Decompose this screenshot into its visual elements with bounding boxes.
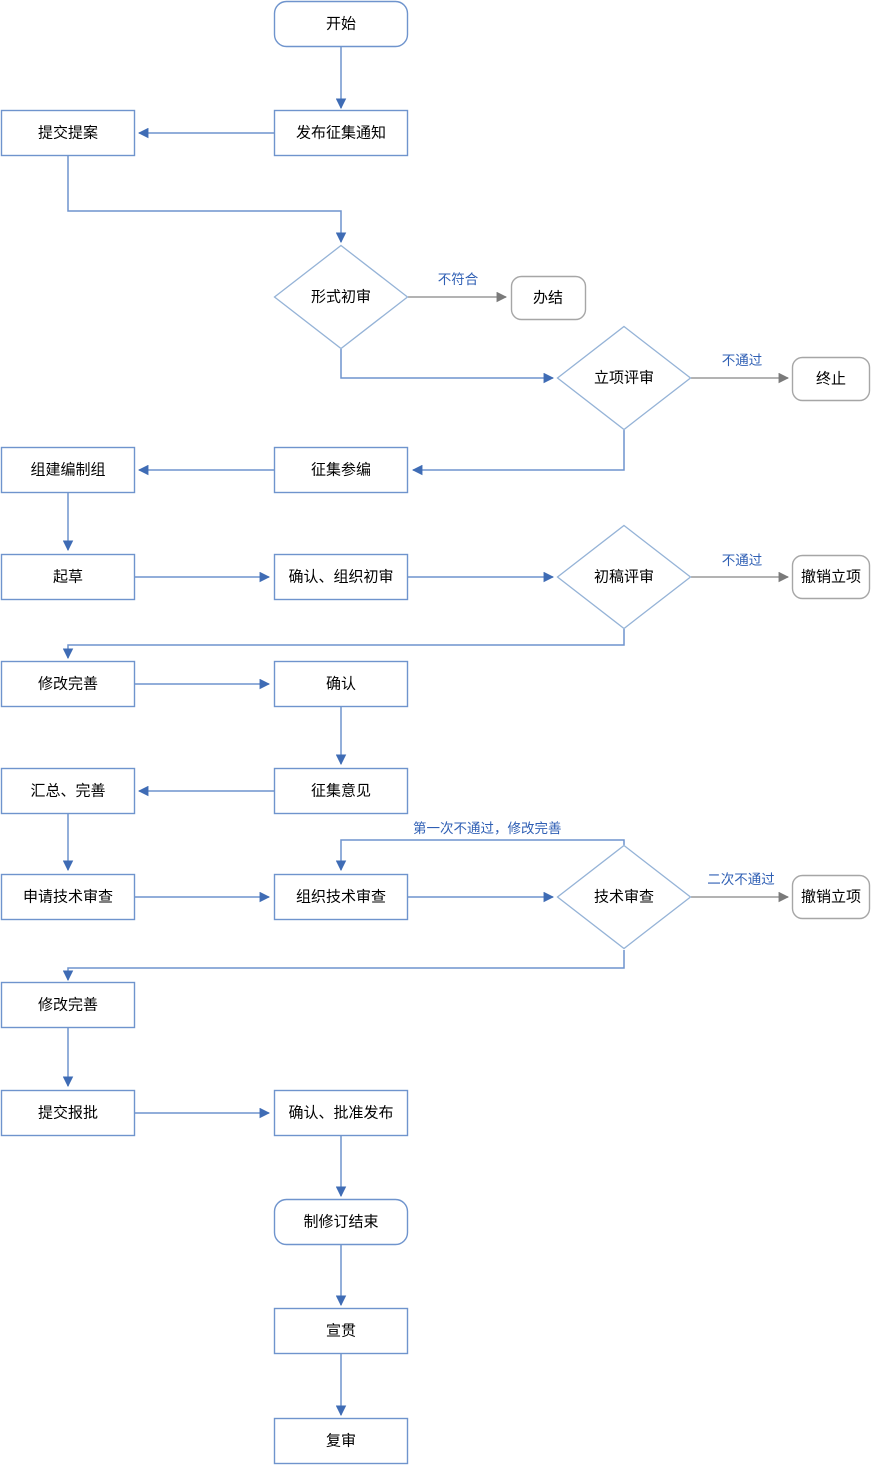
node-revise-1-label: 修改完善 <box>38 675 98 692</box>
node-confirm-publish[interactable]: 确认、批准发布 <box>273 1089 409 1137</box>
node-project-review[interactable]: 立项评审 <box>556 325 692 431</box>
edge-formreview-to-project <box>340 349 555 384</box>
node-start[interactable]: 开始 <box>273 0 409 48</box>
node-start-label: 开始 <box>326 15 356 32</box>
node-draft-review-label: 初稿评审 <box>594 568 654 585</box>
node-submit-approval[interactable]: 提交报批 <box>0 1089 136 1137</box>
edge-techrev-to-revise2 <box>62 950 625 982</box>
node-summarize-label: 汇总、完善 <box>30 782 105 799</box>
edges-layer <box>62 47 790 1417</box>
node-tech-review[interactable]: 技术审查 <box>556 844 692 950</box>
node-cancel-project-2-label: 撤销立项 <box>801 888 861 905</box>
edge-label-not-conform: 不符合 <box>438 272 479 287</box>
node-apply-tech-rev[interactable]: 申请技术审查 <box>0 873 136 921</box>
node-submit-proposal[interactable]: 提交提案 <box>0 109 136 157</box>
node-summarize[interactable]: 汇总、完善 <box>0 767 136 815</box>
node-confirm-publish-label: 确认、批准发布 <box>288 1104 393 1121</box>
node-confirm-label: 确认 <box>326 675 356 692</box>
node-submit-approval-label: 提交报批 <box>38 1103 98 1121</box>
node-form-team[interactable]: 组建编制组 <box>0 446 136 494</box>
node-org-tech-rev[interactable]: 组织技术审查 <box>273 873 409 921</box>
node-collect-opinions[interactable]: 征集意见 <box>273 767 409 815</box>
node-revise-2[interactable]: 修改完善 <box>0 981 136 1029</box>
edge-label-first-fail: 第一次不通过，修改完善 <box>413 820 562 836</box>
node-publish-notice[interactable]: 发布征集通知 <box>273 109 409 157</box>
edge-project-to-collect <box>411 430 625 476</box>
edge-draftrev-to-revise1 <box>62 629 625 660</box>
node-revision-end[interactable]: 制修订结束 <box>273 1198 409 1246</box>
node-promote-label: 宣贯 <box>326 1322 356 1339</box>
node-revise-1[interactable]: 修改完善 <box>0 660 136 708</box>
node-confirm-org-rev-label: 确认、组织初审 <box>288 568 393 585</box>
node-closed[interactable]: 办结 <box>510 275 587 321</box>
node-collect-opinions-label: 征集意见 <box>311 781 371 799</box>
edge-label-not-pass-2: 不通过 <box>722 553 763 568</box>
node-cancel-project-1[interactable]: 撤销立项 <box>791 554 871 600</box>
node-promote[interactable]: 宣贯 <box>273 1307 409 1355</box>
node-terminate-label: 终止 <box>816 370 846 387</box>
edge-techrev-loopback <box>335 839 625 872</box>
node-project-review-label: 立项评审 <box>594 369 654 386</box>
node-collect-editors[interactable]: 征集参编 <box>273 446 409 494</box>
node-publish-notice-label: 发布征集通知 <box>296 124 386 141</box>
edge-submit-to-formreview <box>67 156 347 244</box>
node-apply-tech-rev-label: 申请技术审查 <box>23 888 113 905</box>
edge-label-not-pass-1: 不通过 <box>722 353 763 368</box>
node-form-review[interactable]: 形式初审 <box>273 244 409 350</box>
node-re-review-label: 复审 <box>326 1431 356 1449</box>
node-confirm[interactable]: 确认 <box>273 660 409 708</box>
node-form-review-label: 形式初审 <box>311 288 371 305</box>
node-re-review[interactable]: 复审 <box>273 1417 409 1465</box>
node-draft-review[interactable]: 初稿评审 <box>556 524 692 630</box>
node-confirm-org-rev[interactable]: 确认、组织初审 <box>273 553 409 601</box>
edge-label-second-fail: 二次不通过 <box>707 872 775 887</box>
node-cancel-project-1-label: 撤销立项 <box>801 568 861 585</box>
edge-labels-layer: 不符合 不通过 不通过 第一次不通过，修改完善 二次不通过 <box>413 272 775 887</box>
node-revise-2-label: 修改完善 <box>38 996 98 1013</box>
node-revision-end-label: 制修订结束 <box>303 1213 378 1230</box>
node-draft-label: 起草 <box>53 568 83 585</box>
node-cancel-project-2[interactable]: 撤销立项 <box>791 874 871 920</box>
node-tech-review-label: 技术审查 <box>594 888 654 905</box>
node-terminate[interactable]: 终止 <box>791 356 871 402</box>
node-form-team-label: 组建编制组 <box>30 461 105 478</box>
node-collect-editors-label: 征集参编 <box>311 461 371 478</box>
node-org-tech-rev-label: 组织技术审查 <box>296 888 386 905</box>
node-submit-proposal-label: 提交提案 <box>38 123 98 141</box>
node-draft[interactable]: 起草 <box>0 553 136 601</box>
node-closed-label: 办结 <box>533 289 563 306</box>
